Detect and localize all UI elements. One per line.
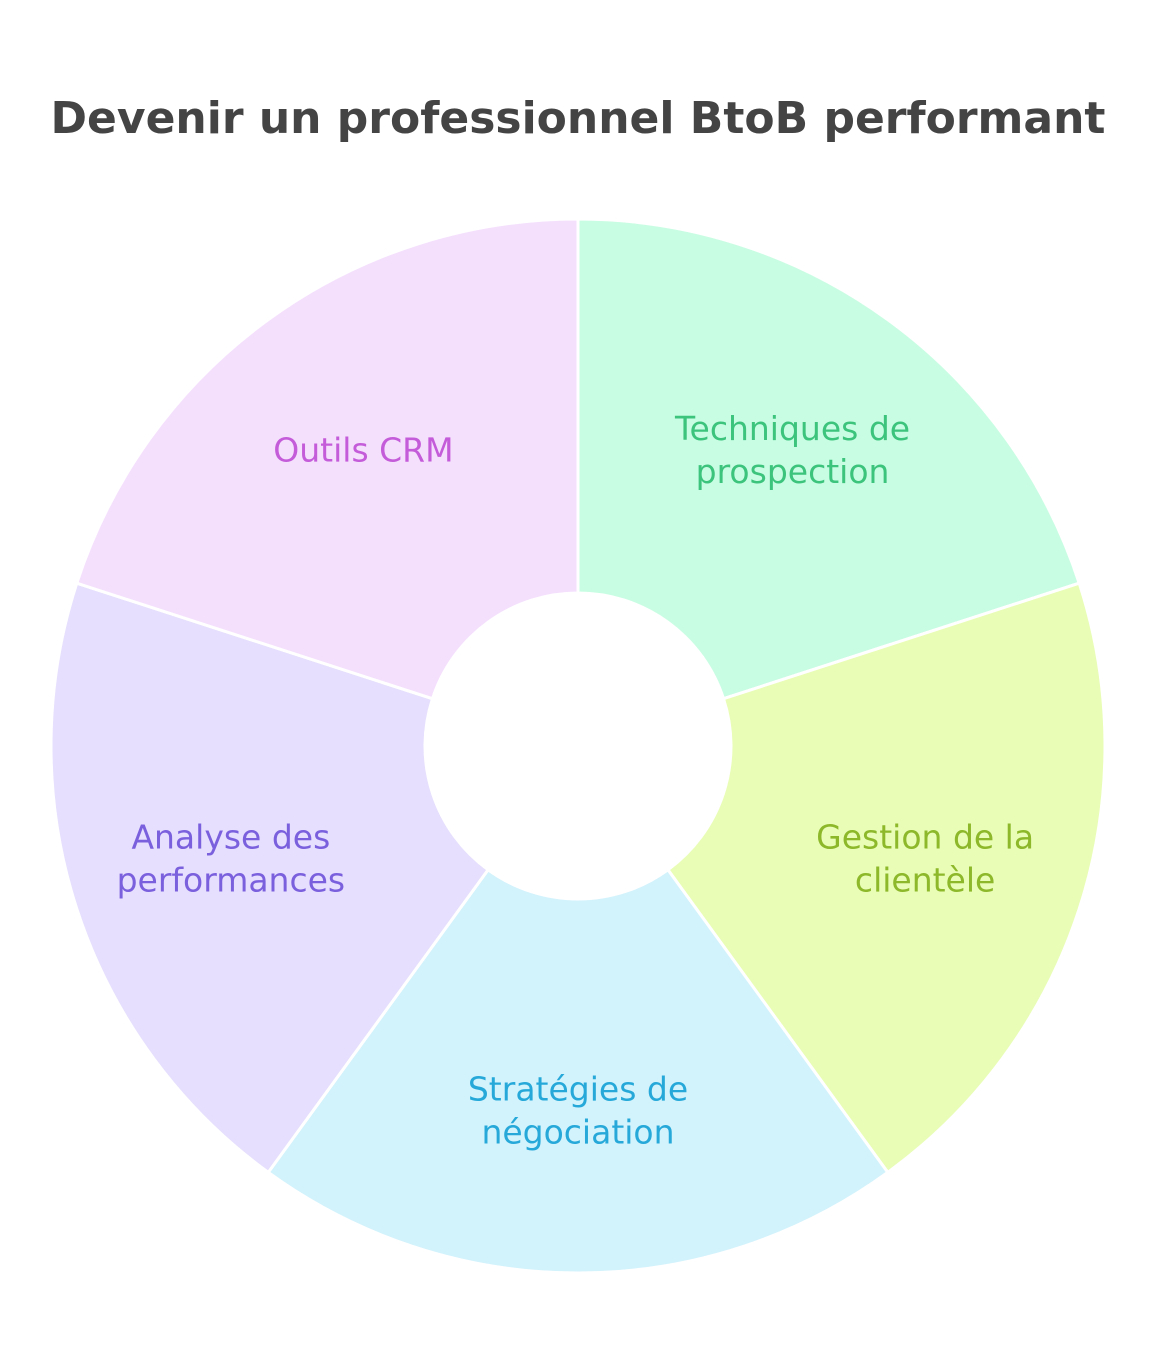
- diagram-title: Devenir un professionnel BtoB performant: [51, 93, 1106, 144]
- segment-label-techniques-de-prospection: Techniques de prospection: [674, 409, 910, 491]
- segment-label-analyse-des-performances: Analyse des performances: [117, 817, 346, 899]
- segment-label-line: négociation: [481, 1113, 674, 1152]
- segment-label-line: Gestion de la: [816, 817, 1034, 856]
- segment-label-line: performances: [117, 860, 346, 899]
- segment-outils-crm: [74, 217, 580, 701]
- segments-layer: [49, 217, 1107, 1275]
- segment-analyse-des-performances: [49, 581, 491, 1175]
- segment-label-line: Outils CRM: [273, 431, 453, 470]
- segment-strategies-de-negociation: [266, 867, 890, 1275]
- segment-label-outils-crm: Outils CRM: [273, 431, 453, 470]
- segment-label-strategies-de-negociation: Stratégies de négociation: [468, 1070, 688, 1152]
- segment-label-gestion-de-la-clientele: Gestion de la clientèle: [816, 817, 1034, 899]
- segment-techniques-de-prospection: [576, 217, 1082, 701]
- segment-label-line: Techniques de: [674, 409, 910, 448]
- segment-label-line: prospection: [696, 452, 890, 491]
- segment-label-line: Stratégies de: [468, 1070, 688, 1109]
- segment-label-line: clientèle: [855, 860, 995, 899]
- segment-label-line: Analyse des: [131, 817, 330, 856]
- segment-gestion-de-la-clientele: [665, 581, 1107, 1175]
